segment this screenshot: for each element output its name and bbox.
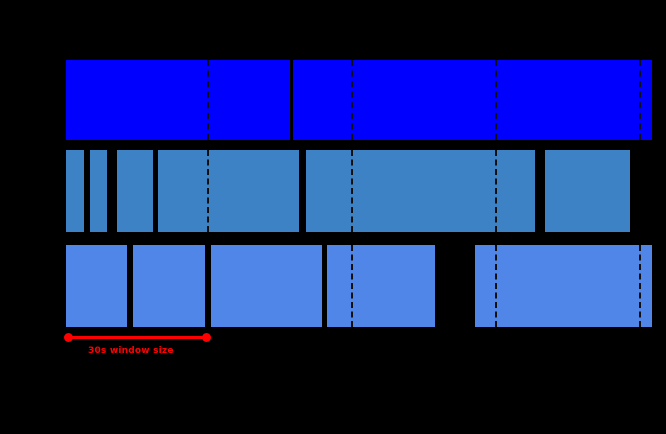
segment-bar[interactable] (66, 245, 127, 327)
segment-bar[interactable] (545, 150, 630, 232)
segment-bar[interactable] (66, 150, 84, 232)
annotation-end-cap (202, 333, 211, 342)
segment-bar[interactable] (66, 60, 290, 140)
track-row-3 (0, 245, 666, 327)
segment-bar[interactable] (158, 150, 299, 232)
annotation-label: 30s window size (88, 346, 174, 356)
annotation-span-line (68, 336, 207, 339)
segment-bar[interactable] (117, 150, 153, 232)
segment-bar[interactable] (327, 245, 435, 327)
segment-bar[interactable] (211, 245, 322, 327)
segment-bar[interactable] (133, 245, 205, 327)
segment-bar[interactable] (90, 150, 107, 232)
segment-bar[interactable] (475, 245, 652, 327)
